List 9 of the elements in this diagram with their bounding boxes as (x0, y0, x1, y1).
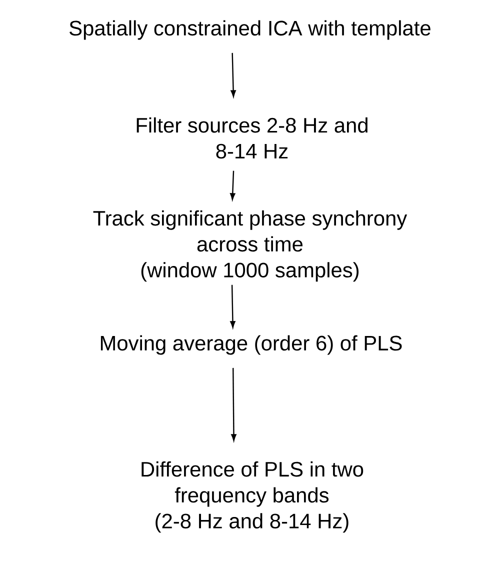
step-text: Moving average (order 6) of PLS (100, 335, 402, 355)
step-text: Filter sources 2-8 Hz and 8-14 Hz (136, 117, 368, 159)
arrow (230, 284, 236, 328)
step-text: Track significant phase synchrony across time (window 1000 samples) (93, 210, 408, 282)
arrow (230, 52, 236, 97)
arrow (231, 368, 236, 441)
arrow (230, 170, 236, 200)
step-text: Spatially constrained ICA with template (70, 20, 430, 40)
step-text: Difference of PLS in two frequency bands (2-8 Hz and 8-14 Hz) (142, 461, 364, 533)
